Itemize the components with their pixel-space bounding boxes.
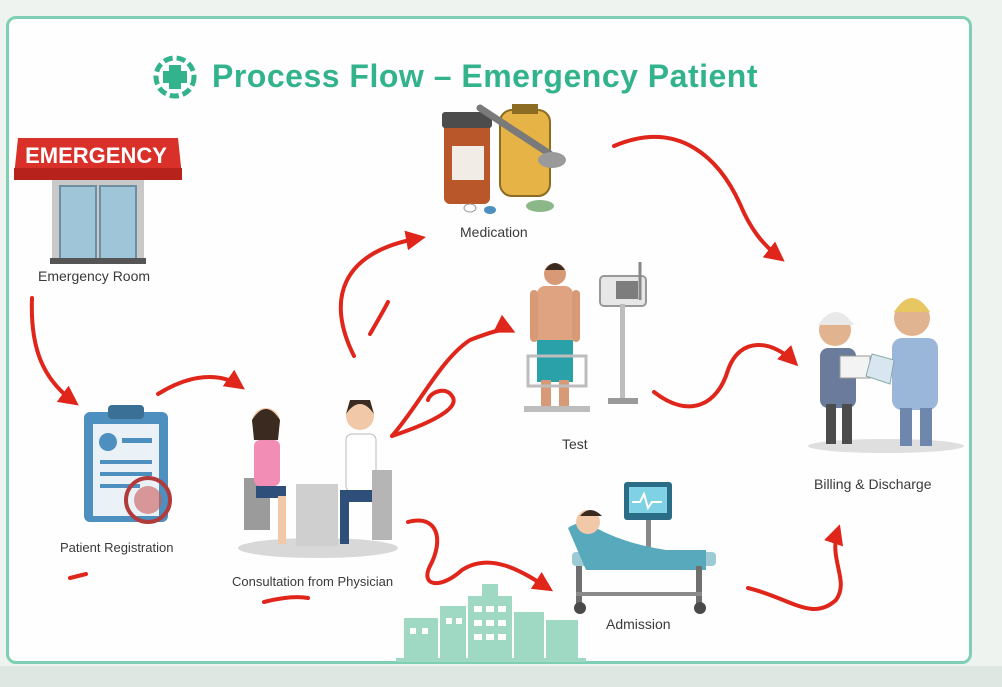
arrow-consultation-to-test	[390, 314, 516, 438]
billing-discharge-icon	[808, 298, 964, 453]
test-icon	[524, 262, 647, 412]
label-billing-discharge: Billing & Discharge	[814, 476, 932, 492]
consultation-icon	[238, 400, 398, 558]
label-test: Test	[562, 436, 588, 452]
arrow-consultation-stroke	[368, 300, 390, 336]
label-emergency-room: Emergency Room	[38, 268, 151, 284]
registration-form-icon	[84, 405, 172, 524]
emergency-room-icon	[14, 138, 182, 264]
arrow-consultation-to-admission	[406, 518, 554, 592]
stroke-mark-consultation	[262, 595, 310, 604]
admission-icon	[568, 482, 716, 614]
arrow-consultation-to-medication	[338, 230, 426, 358]
diagram-title: Process Flow – Emergency Patient	[212, 58, 758, 94]
arrow-registration-to-consultation	[156, 369, 245, 396]
emergency-sign-text: EMERGENCY	[25, 143, 167, 168]
medical-cross-icon	[153, 55, 197, 99]
arrow-admission-to-billing	[746, 524, 844, 611]
arrow-medication-to-billing	[612, 134, 785, 262]
arrow-test-to-billing	[652, 343, 799, 409]
label-admission: Admission	[606, 616, 671, 632]
stroke-mark-registration	[68, 572, 88, 580]
medication-icon	[442, 104, 566, 214]
skyline-windows	[410, 606, 506, 640]
arrow-er-to-registration	[29, 296, 79, 406]
arrow-loop-to-test	[390, 388, 456, 438]
label-patient-registration: Patient Registration	[60, 540, 174, 555]
label-medication: Medication	[460, 224, 528, 240]
bottom-strip	[0, 666, 1002, 687]
label-consultation: Consultation from Physician	[232, 574, 394, 589]
